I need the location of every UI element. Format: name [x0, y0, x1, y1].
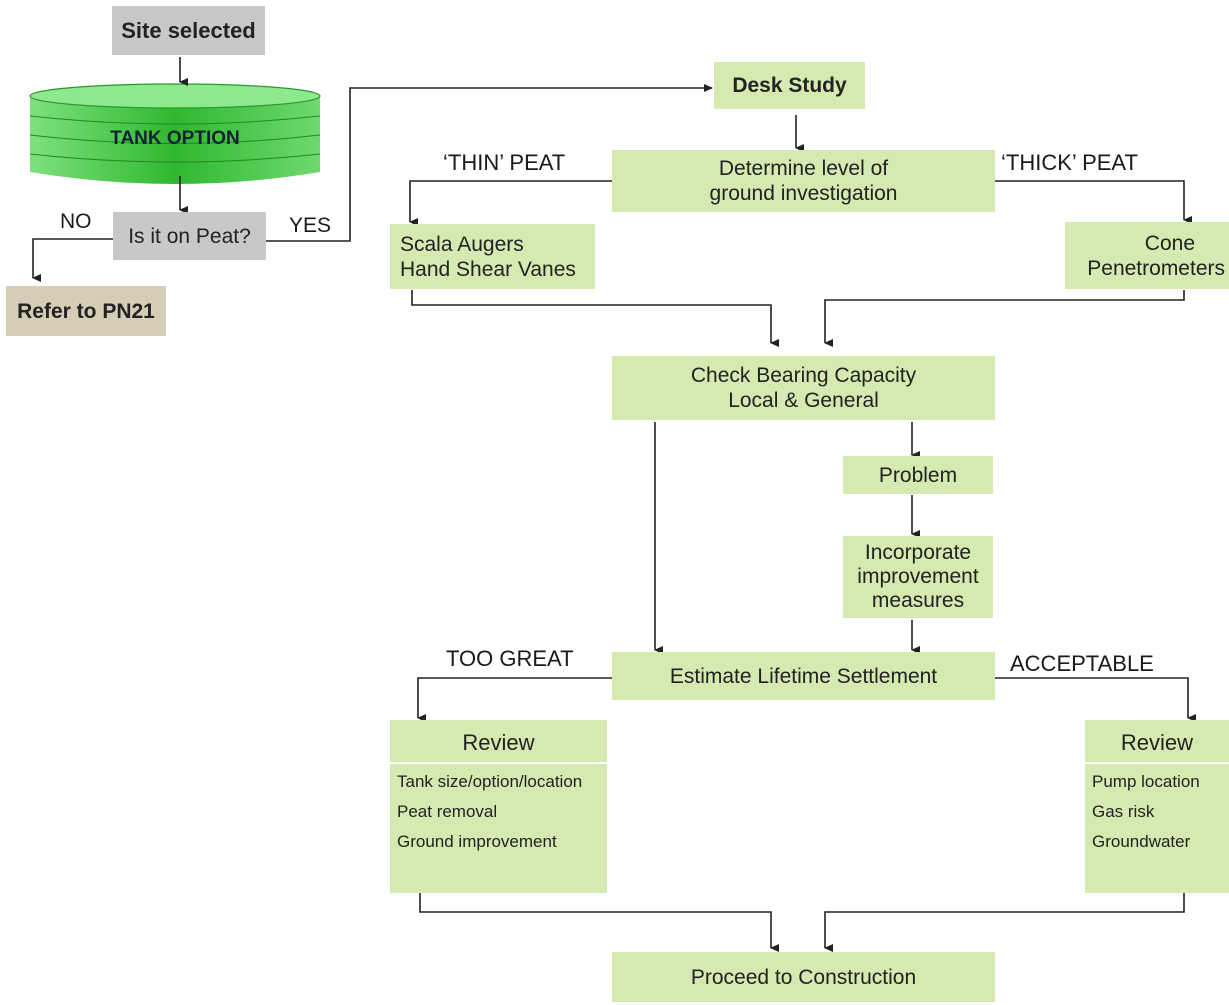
- problem-node: Problem: [843, 456, 993, 494]
- review-left-title: Review: [390, 720, 607, 764]
- review-right-node: Review Pump location Gas risk Groundwate…: [1085, 720, 1229, 893]
- desk-study-text: Desk Study: [732, 74, 847, 97]
- check-bearing-line-2: Local & General: [728, 389, 879, 412]
- determine-level-line-2: ground investigation: [709, 182, 898, 205]
- edge-label-thick-peat: ‘THICK’ PEAT: [1001, 150, 1138, 175]
- proceed-text: Proceed to Construction: [690, 965, 917, 989]
- check-bearing-line-1: Check Bearing Capacity: [690, 364, 917, 387]
- estimate-settlement-text: Estimate Lifetime Settlement: [669, 664, 938, 688]
- review-right-item: Gas risk: [1092, 802, 1155, 821]
- incorporate-line-1: Incorporate: [864, 541, 972, 564]
- tank-option-label: TANK OPTION: [110, 128, 240, 149]
- scala-augers-node: Scala Augers Hand Shear Vanes: [390, 224, 595, 289]
- review-left-node: Review Tank size/option/location Peat re…: [390, 720, 607, 893]
- cone-penetrometers-node: Cone Penetrometers: [1065, 222, 1229, 289]
- incorporate-improvement-node: Incorporate improvement measures: [843, 536, 993, 618]
- cone-penetrometers-line-2: Penetrometers: [1087, 256, 1225, 280]
- is-it-on-peat-node: Is it on Peat?: [113, 212, 266, 260]
- review-left-item: Ground improvement: [397, 832, 557, 851]
- edge-label-acceptable: ACCEPTABLE: [1010, 651, 1154, 676]
- refer-pn21-text: Refer to PN21: [17, 299, 155, 323]
- problem-text: Problem: [878, 463, 958, 487]
- review-right-title: Review: [1085, 720, 1229, 764]
- review-left-list: Tank size/option/location Peat removal G…: [390, 764, 582, 862]
- is-it-on-peat-text: Is it on Peat?: [128, 224, 251, 248]
- scala-augers-line-1: Scala Augers: [400, 232, 524, 256]
- estimate-settlement-node: Estimate Lifetime Settlement: [612, 652, 995, 700]
- tank-shape: [29, 83, 321, 184]
- check-bearing-capacity-node: Check Bearing Capacity Local & General: [612, 356, 995, 420]
- refer-pn21-node: Refer to PN21: [6, 286, 166, 336]
- edge-label-thin-peat: ‘THIN’ PEAT: [443, 150, 566, 175]
- site-selected-node: Site selected: [112, 6, 265, 55]
- site-selected-text: Site selected: [121, 18, 256, 43]
- incorporate-line-3: measures: [871, 589, 965, 612]
- proceed-to-construction-node: Proceed to Construction: [612, 952, 995, 1002]
- determine-level-node: Determine level of ground investigation: [612, 150, 995, 212]
- review-left-item: Tank size/option/location: [397, 772, 583, 791]
- determine-level-line-1: Determine level of: [718, 157, 889, 180]
- review-right-item: Groundwater: [1092, 832, 1191, 851]
- desk-study-node: Desk Study: [714, 62, 865, 109]
- incorporate-line-2: improvement: [857, 565, 979, 588]
- review-left-item: Peat removal: [397, 802, 498, 821]
- edge-label-too-great: TOO GREAT: [446, 646, 574, 671]
- scala-augers-line-2: Hand Shear Vanes: [400, 257, 576, 281]
- edge-label-yes: YES: [289, 214, 332, 237]
- review-right-item: Pump location: [1092, 772, 1200, 791]
- edge-label-no: NO: [60, 210, 92, 233]
- cone-penetrometers-line-1: Cone: [1144, 231, 1195, 255]
- review-right-list: Pump location Gas risk Groundwater: [1085, 764, 1200, 862]
